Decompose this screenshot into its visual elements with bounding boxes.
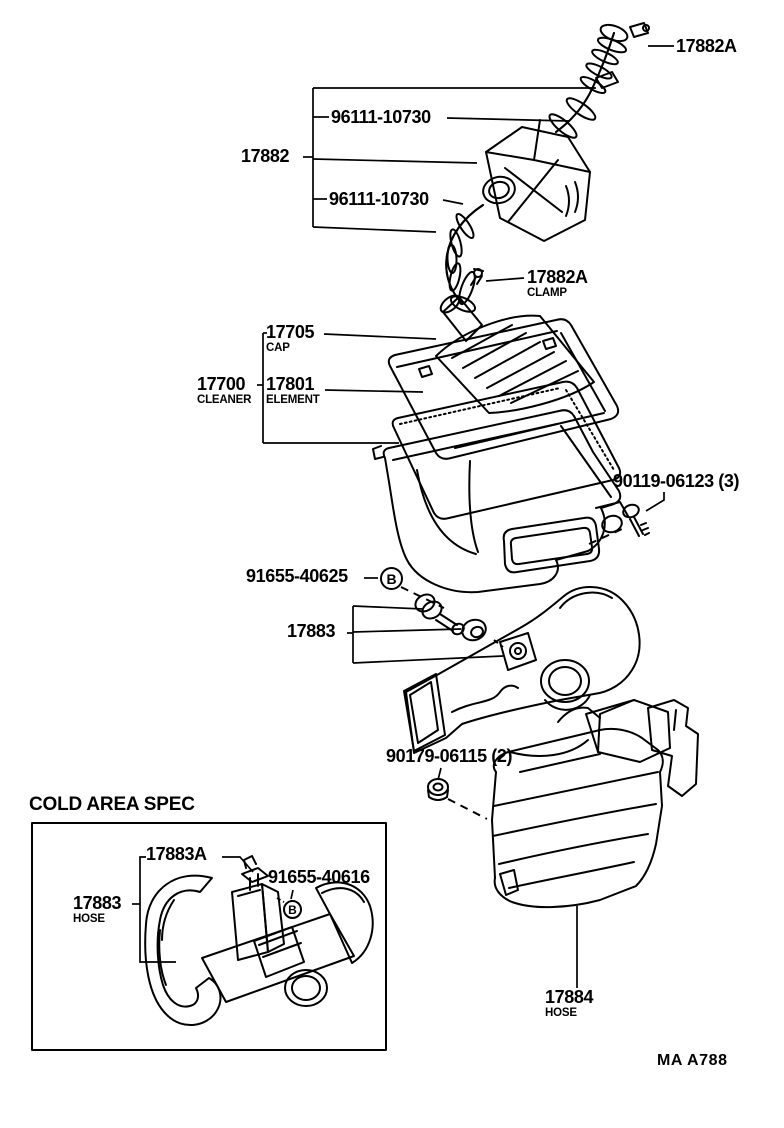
part-number: 91655-40625 (246, 566, 348, 586)
label-duct-17883: 17883 (287, 622, 335, 640)
air-cleaner-drawing (372, 294, 650, 594)
label-clamp-17882a-mid: 17882A CLAMP (527, 268, 588, 300)
part-number: 17882A (527, 267, 588, 287)
cold-area-spec-drawing (31, 822, 387, 1051)
part-description: HOSE (545, 1007, 577, 1019)
label-element-17801: 17801 ELEMENT (266, 375, 320, 407)
assembly-dashed-lines (276, 528, 623, 903)
part-number: 96111-10730 (329, 189, 429, 209)
air-hose-17882-drawing (445, 22, 650, 313)
doc-code-text: MA A788 (657, 1052, 728, 1069)
circled-b-icon: B (380, 567, 403, 590)
part-number: 17700 (197, 374, 246, 394)
part-number: 17883 (73, 893, 122, 913)
marker-letter: B (288, 902, 297, 917)
part-number: 17883 (287, 621, 336, 641)
label-grommet-91655-40625: 91655-40625 (246, 567, 348, 585)
label-bolt-90119: 90119-06123 (3) (613, 471, 740, 491)
section-title: COLD AREA SPEC (29, 794, 195, 815)
label-cleaner-17700: 17700 CLEANER (197, 375, 251, 407)
part-description: CLEANER (197, 394, 252, 406)
marker-letter: B (386, 570, 397, 587)
part-number: 17882 (241, 146, 290, 166)
part-number: 17883A (146, 844, 207, 864)
part-number: 96111-10730 (331, 107, 431, 127)
label-grommet-91655-40616: 91655-40616 (268, 868, 370, 886)
part-number: 17705 (266, 322, 315, 342)
label-cap-17705: 17705 CAP (266, 323, 314, 355)
label-nut-90179: 90179-06115 (2) (386, 746, 513, 766)
part-number: 17882A (676, 36, 737, 56)
part-description: CAP (266, 342, 290, 354)
part-number: 17801 (266, 374, 315, 394)
part-number: 17884 (545, 987, 594, 1007)
circled-b-icon: B (283, 900, 302, 919)
doc-code: MA A788 (657, 1053, 728, 1069)
label-hose-clamp-96111-upper: 96111-10730 (331, 108, 431, 126)
part-description: HOSE (73, 913, 105, 925)
part-description: ELEMENT (266, 394, 320, 406)
part-description: CLAMP (527, 287, 567, 299)
label-hose-clamp-96111-lower: 96111-10730 (329, 190, 429, 208)
part-number: 90119-06123 (3) (613, 471, 740, 491)
leader-lines (132, 45, 674, 988)
part-number: 90179-06115 (2) (386, 746, 513, 766)
inlet-duct-17883-drawing (403, 586, 641, 754)
label-cold-hose-17883: 17883 HOSE (73, 894, 121, 926)
label-resonator-17884: 17884 HOSE (545, 988, 593, 1020)
resonator-17884-drawing (427, 699, 699, 909)
part-number: 91655-40616 (268, 867, 370, 887)
label-bracket-17883a: 17883A (146, 845, 207, 863)
cold-area-spec-box (31, 822, 387, 1051)
cold-area-spec-title: COLD AREA SPEC (29, 795, 195, 814)
label-clamp-17882a-top: 17882A (676, 37, 737, 55)
label-air-hose-17882: 17882 (241, 147, 289, 165)
